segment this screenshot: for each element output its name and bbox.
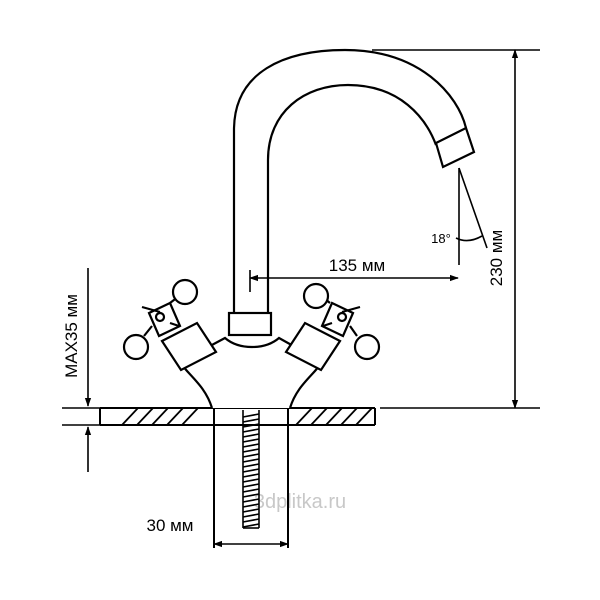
thread-line xyxy=(242,483,260,488)
thread-line xyxy=(242,413,260,418)
threaded-stud xyxy=(242,410,260,529)
thread-line xyxy=(242,443,260,448)
thread-line xyxy=(242,518,260,523)
spout-angle-lines xyxy=(455,167,488,265)
thickness-dimension xyxy=(62,268,100,472)
countertop xyxy=(99,407,376,426)
spout-angle-label: 18° xyxy=(431,231,451,246)
thread-line xyxy=(242,473,260,478)
watermark: 3dplitka.ru xyxy=(254,491,346,513)
mounting-pipe xyxy=(213,408,289,548)
thread-line xyxy=(242,458,260,463)
thread-line xyxy=(242,508,260,513)
thread-line xyxy=(242,428,260,433)
hole-dimension-label: 30 мм xyxy=(146,516,193,535)
thread-line xyxy=(242,468,260,473)
stud-threads xyxy=(242,413,260,528)
thread-line xyxy=(242,433,260,438)
aerator xyxy=(434,126,476,169)
thread-line xyxy=(242,503,260,508)
thread-line xyxy=(242,493,260,498)
left-handle xyxy=(122,278,218,372)
thickness-dimension-label: MAX35 мм xyxy=(62,294,81,378)
thread-line xyxy=(242,513,260,518)
reach-dimension-label: 135 мм xyxy=(329,256,385,275)
thread-line xyxy=(242,498,260,503)
right-handle xyxy=(284,282,381,372)
reach-dimension xyxy=(249,270,459,292)
thread-line xyxy=(242,523,260,528)
spout xyxy=(232,48,468,313)
thread-line xyxy=(242,418,260,423)
thread-line xyxy=(242,423,260,428)
thread-line xyxy=(242,448,260,453)
thread-line xyxy=(242,463,260,468)
thread-line xyxy=(242,453,260,458)
thread-line xyxy=(242,478,260,483)
thread-line xyxy=(242,488,260,493)
height-dimension xyxy=(372,49,540,409)
faucet-base xyxy=(178,311,324,409)
thread-line xyxy=(242,438,260,443)
height-dimension-label: 230 мм xyxy=(487,230,506,286)
countertop-hatching xyxy=(121,407,373,426)
